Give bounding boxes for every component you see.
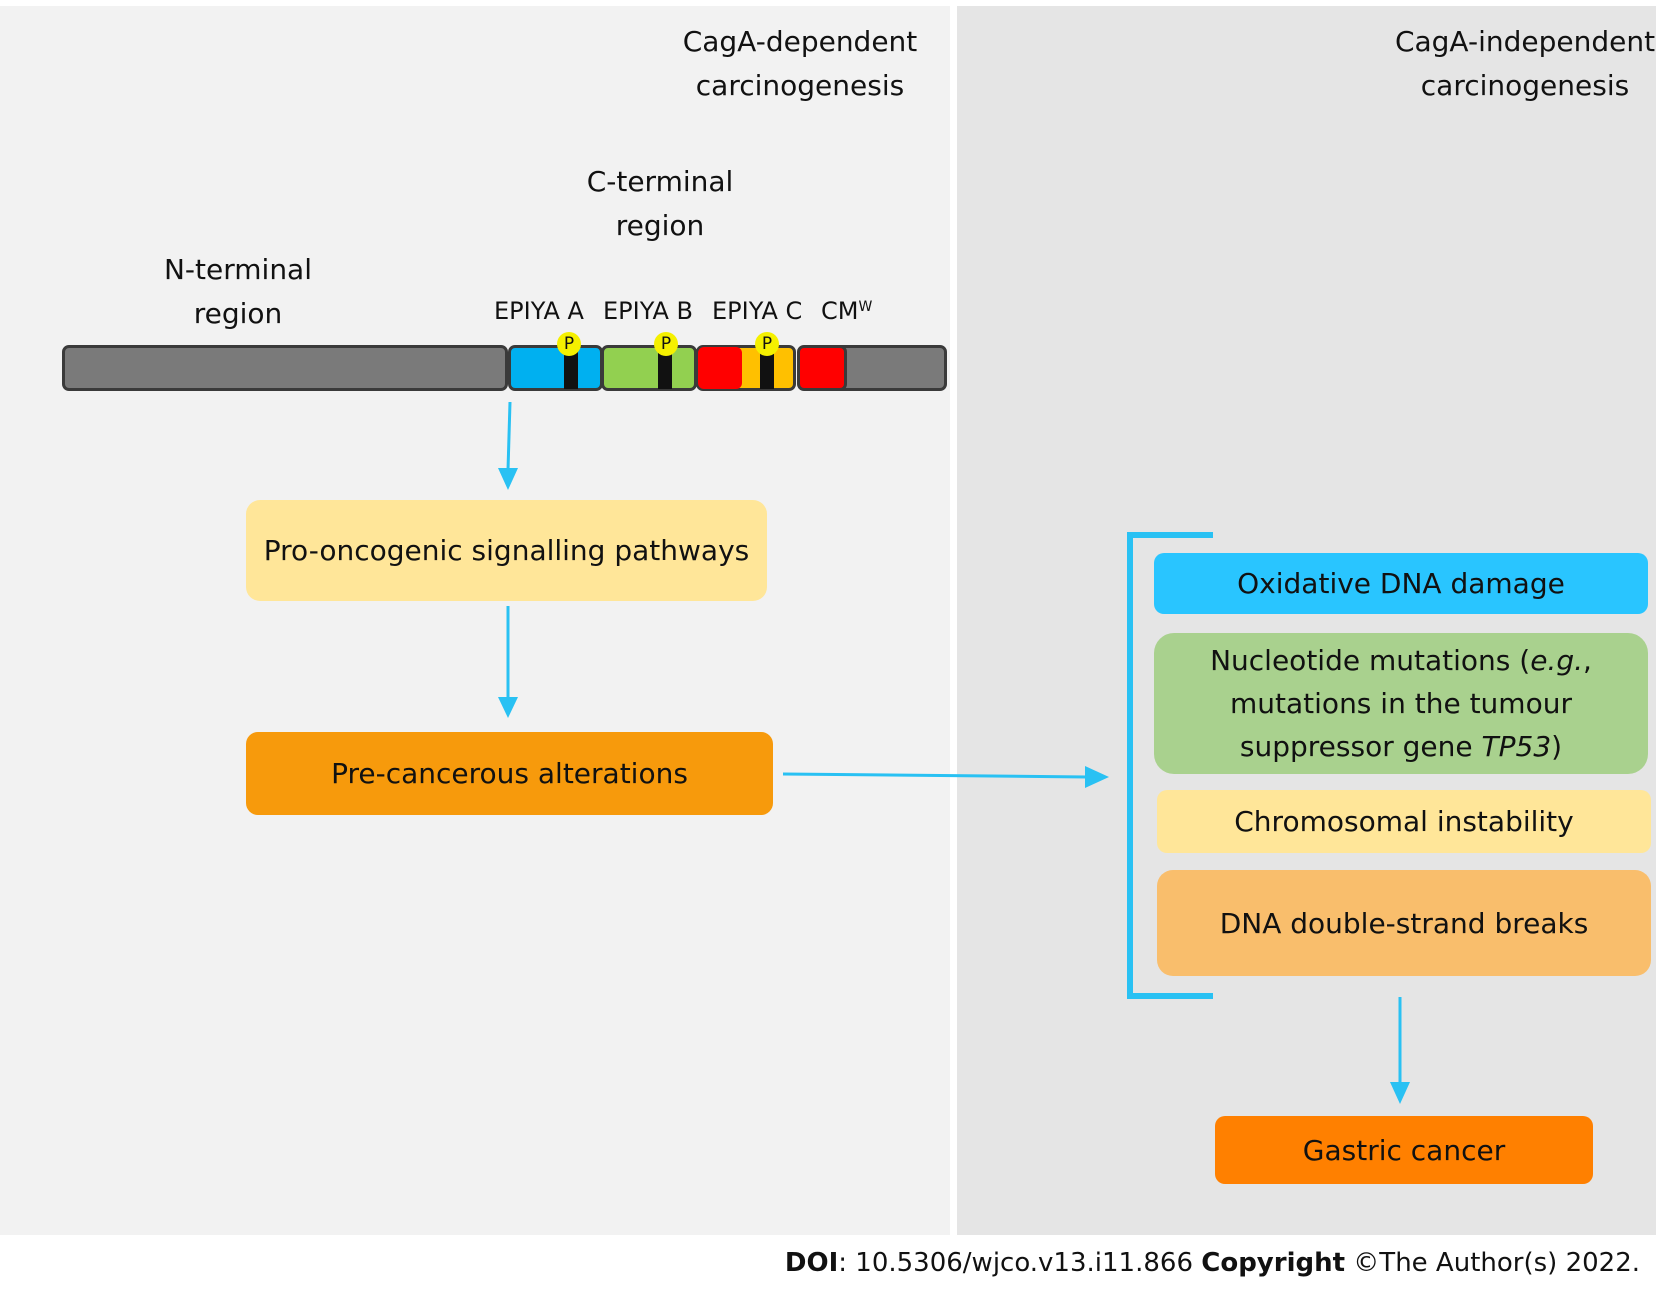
epiya-c-label: EPIYA C: [712, 297, 803, 325]
bracket: [1127, 532, 1213, 999]
n-terminal-segment: [62, 345, 508, 391]
pre-cancerous-box: Pre-cancerous alterations: [246, 732, 773, 815]
cagA-dependent-panel: [0, 6, 950, 1235]
cm-label: CMW: [821, 297, 873, 325]
arrowhead-2-icon: [498, 697, 518, 718]
arrowhead-1-icon: [498, 468, 518, 490]
dna-double-strand-breaks-box: DNA double-strand breaks: [1157, 870, 1651, 976]
phospho-site-a: [564, 347, 578, 389]
pro-oncogenic-box: Pro-oncogenic signalling pathways: [246, 500, 767, 601]
nucleotide-mutations-text: Nucleotide mutations (e.g., mutations in…: [1210, 644, 1592, 763]
epiya-b-segment: [601, 345, 697, 391]
arrowhead-4-icon: [1390, 1082, 1410, 1104]
citation-footer: DOI: 10.5306/wjco.v13.i11.866 Copyright …: [784, 1248, 1640, 1278]
phospho-icon-c: P: [755, 332, 779, 356]
gastric-cancer-box: Gastric cancer: [1215, 1116, 1593, 1184]
phospho-site-c: [760, 347, 774, 389]
cm-motif-right: [797, 345, 847, 391]
phospho-icon-a: P: [557, 332, 581, 356]
chromosomal-instability-box: Chromosomal instability: [1157, 790, 1651, 853]
right-panel-title: CagA-independent carcinogenesis: [1394, 25, 1656, 102]
epiya-a-segment: [508, 345, 603, 391]
n-terminal-label: N-terminal region: [163, 253, 312, 330]
phospho-site-b: [658, 347, 672, 389]
arrowhead-3-icon: [1085, 766, 1109, 788]
arrow-pre-cancerous-to-bracket: [782, 772, 1088, 779]
c-terminal-label: C-terminal region: [586, 165, 734, 242]
epiya-a-label: EPIYA A: [494, 297, 584, 325]
oxidative-dna-damage-box: Oxidative DNA damage: [1154, 553, 1648, 614]
arrow-bar-to-pro-oncogenic: [506, 401, 512, 471]
cm-motif-left: [698, 347, 742, 389]
cagA-independent-panel: [957, 6, 1656, 1235]
left-panel-title: CagA-dependent carcinogenesis: [682, 25, 918, 102]
epiya-b-label: EPIYA B: [603, 297, 694, 325]
nucleotide-mutations-box: Nucleotide mutations (e.g., mutations in…: [1154, 633, 1648, 774]
phospho-icon-b: P: [654, 332, 678, 356]
